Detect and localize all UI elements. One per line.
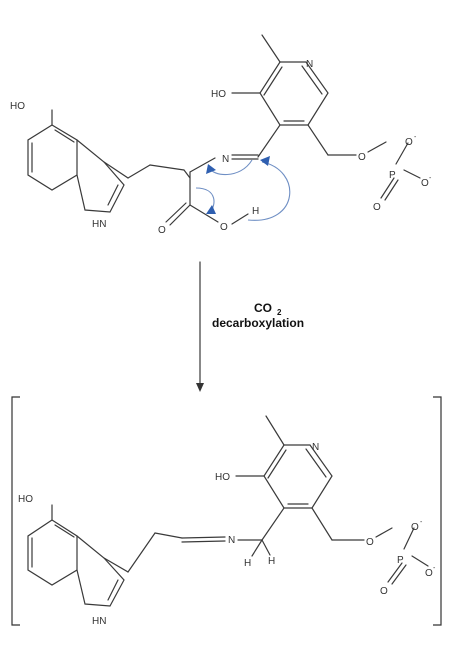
reactant-molecule: HO HN N O O H HO N xyxy=(10,34,432,236)
product-molecule: HO HN N H H HO N O P xyxy=(18,415,436,627)
nh-label-indole-bottom: HN xyxy=(92,616,106,627)
imine-n-label: N xyxy=(222,154,229,165)
co2-subscript: 2 xyxy=(277,308,282,317)
product-brackets xyxy=(11,396,442,626)
pyridine-hydroxyl-label-bottom: HO xyxy=(215,472,230,483)
hydrogen-label-2: H xyxy=(268,556,275,567)
hydrogen-label-1: H xyxy=(244,558,251,569)
co2-label: CO xyxy=(254,301,272,315)
pyridine-ring-top xyxy=(231,34,387,158)
pyridine-hydroxyl-label: HO xyxy=(211,89,226,100)
nh-label-indole: HN xyxy=(92,219,106,230)
pyridine-n-label-bottom: N xyxy=(312,442,319,453)
mechanism-arrows xyxy=(195,156,291,221)
charge-bottom-1: - xyxy=(420,519,423,526)
hydroxyl-label-indole-bottom: HO xyxy=(18,494,33,505)
phosphate-o-top-label-bottom: O xyxy=(411,522,419,533)
reaction-condition-label: decarboxylation xyxy=(212,316,304,330)
acid-h-label: H xyxy=(252,206,259,217)
phosphorus-label: P xyxy=(389,170,396,181)
hydroxyl-label-indole: HO xyxy=(10,101,25,112)
phosphate-bottom xyxy=(387,527,429,585)
charge-top-2: - xyxy=(429,175,432,182)
charge-bottom-2: - xyxy=(433,565,436,572)
phosphate-o-bottom-label: O xyxy=(373,202,381,213)
phosphate-o-top-label: O xyxy=(405,137,413,148)
phosphate-top xyxy=(380,142,421,201)
ester-o-label-bottom: O xyxy=(366,537,374,548)
indole-ring-top xyxy=(27,109,191,213)
pyridine-n-label: N xyxy=(306,59,313,70)
amino-acid-core xyxy=(165,154,259,226)
carbonyl-o-label: O xyxy=(158,225,166,236)
phosphate-o-right-label: O xyxy=(421,178,429,189)
ester-o-label: O xyxy=(358,152,366,163)
reaction-arrow xyxy=(196,261,204,392)
charge-top-1: - xyxy=(414,134,417,141)
phosphate-o-bottom-label-bottom: O xyxy=(380,586,388,597)
phosphate-o-right-label-bottom: O xyxy=(425,568,433,579)
imine-n-label-bottom: N xyxy=(228,535,235,546)
phosphorus-label-bottom: P xyxy=(397,555,404,566)
pyridine-ring-bottom xyxy=(235,415,393,541)
hydroxyl-o-label: O xyxy=(220,222,228,233)
indole-ring-bottom xyxy=(27,504,226,607)
